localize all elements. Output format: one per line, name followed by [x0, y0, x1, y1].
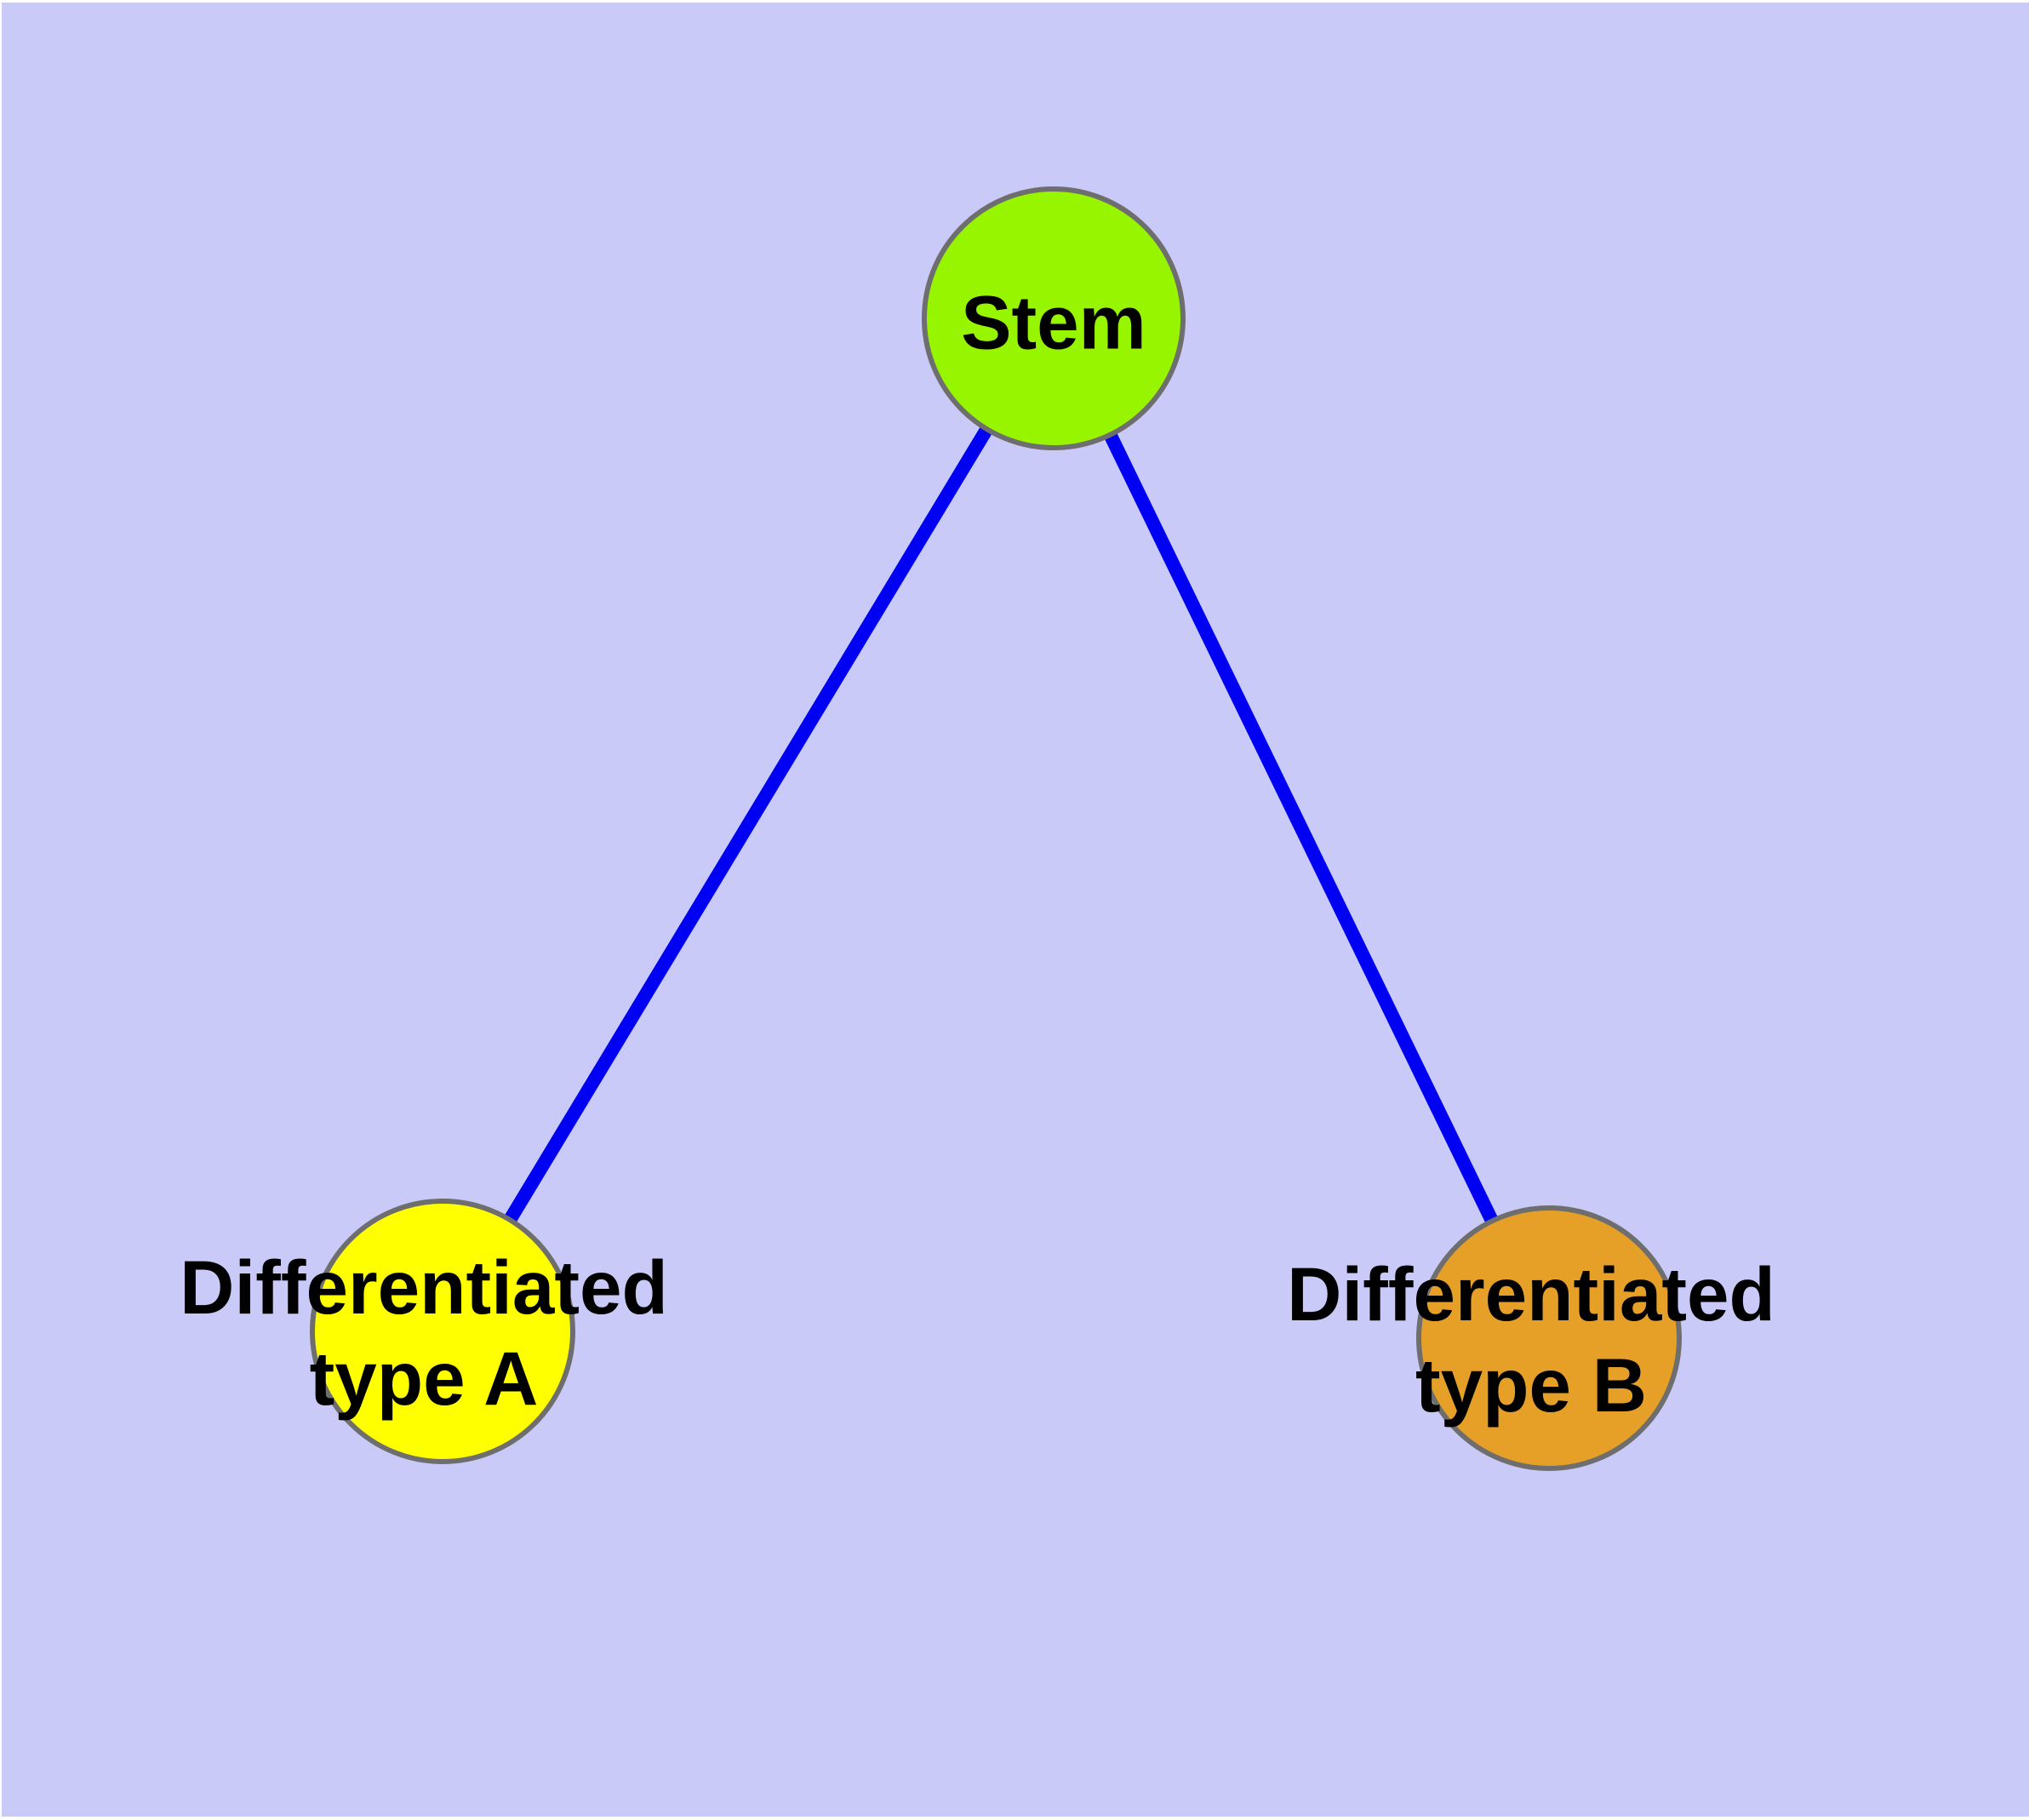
stem-node [922, 186, 1186, 450]
type-b-label-line2: type B [1415, 1342, 1647, 1428]
type-a-label-line1: Differentiated [180, 1245, 668, 1330]
edges [437, 314, 1556, 1342]
edge-stem-to-type-b [1047, 315, 1556, 1342]
type-a-node-label: Differentiated type A [180, 1242, 668, 1424]
stem-node-label: Stem [961, 278, 1146, 369]
type-b-node [1416, 1205, 1682, 1471]
type-b-label-line1: Differentiated [1287, 1251, 1775, 1336]
stem-label-text: Stem [961, 279, 1146, 365]
type-a-node [310, 1199, 575, 1464]
type-a-label-line2: type A [309, 1336, 539, 1421]
edge-stem-to-type-a [437, 314, 1060, 1336]
type-b-node-label: Differentiated type B [1287, 1249, 1775, 1431]
